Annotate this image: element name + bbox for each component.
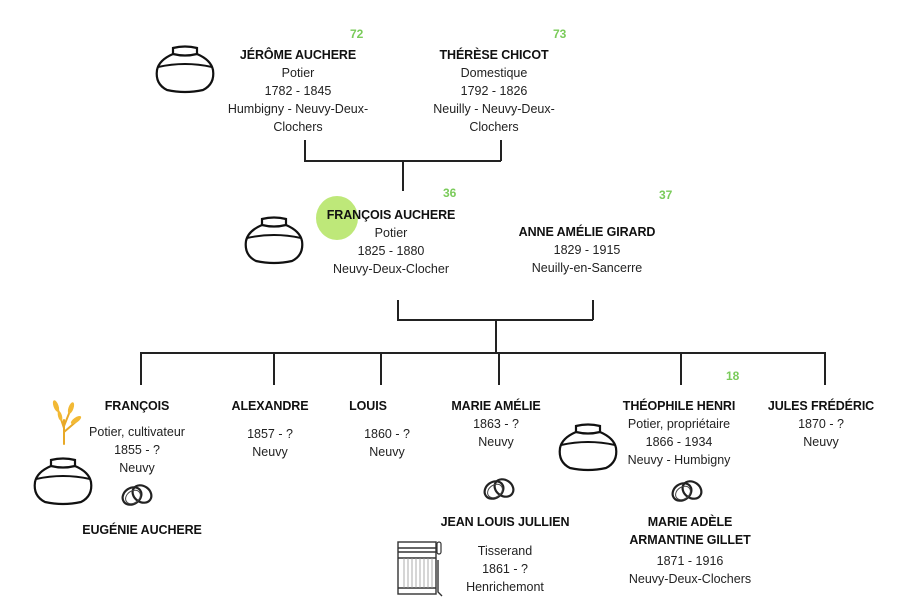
child-card-alexandre[interactable]: ALEXANDRE 1857 - ? Neuvy	[210, 397, 330, 461]
person-id-number: 72	[350, 27, 364, 41]
spouse-name[interactable]: JEAN LOUIS JULLIEN	[440, 515, 570, 529]
person-place: Neuilly - Neuvy-Deux-	[433, 102, 555, 116]
highlight-marker	[316, 196, 358, 240]
person-place: Neuvy-Deux-Clochers	[628, 572, 752, 586]
person-name: JULES FRÉDÉRIC	[767, 399, 875, 413]
child-card-marie-amelie[interactable]: MARIE AMÉLIE 1863 - ? Neuvy	[431, 397, 561, 451]
person-id-number: 36	[443, 186, 457, 200]
person-dates: 1871 - 1916	[656, 554, 724, 568]
connector-child-6	[824, 352, 826, 385]
person-place: Neuvy	[803, 435, 839, 449]
person-name: ALEXANDRE	[231, 399, 309, 413]
connector-gen2-left	[397, 300, 399, 320]
connector-child-5	[680, 352, 682, 385]
person-dates: 1792 - 1826	[460, 84, 528, 98]
person-dates: 1861 - ?	[482, 562, 528, 576]
person-dates: 1870 - ?	[798, 417, 844, 431]
spouse-name[interactable]: EUGÉNIE AUCHERE	[82, 523, 202, 537]
person-place: Neuilly-en-Sancerre	[531, 261, 643, 275]
child-card-louis[interactable]: LOUIS 1860 - ? Neuvy	[327, 397, 427, 461]
person-occupation: Potier	[374, 226, 408, 240]
connector-gen1-drop	[402, 160, 404, 191]
person-name: FRANÇOIS	[104, 399, 170, 413]
connector-child-2	[273, 352, 275, 385]
person-place: Neuvy - Humbigny	[627, 453, 731, 467]
person-name: THÉRÈSE CHICOT	[439, 48, 549, 62]
connector-children-horizontal	[140, 352, 825, 354]
person-place: Humbigny - Neuvy-Deux-	[227, 102, 369, 116]
person-dates: 1829 - 1915	[553, 243, 621, 257]
person-place-cont: Clochers	[273, 120, 323, 134]
person-dates: 1866 - 1934	[645, 435, 713, 449]
connector-gen2-right	[592, 300, 594, 320]
person-name: ANNE AMÉLIE GIRARD	[518, 225, 656, 239]
person-place: Henrichemont	[466, 580, 544, 594]
person-occupation: Domestique	[460, 66, 528, 80]
person-card-francois-auchere[interactable]: FRANÇOIS AUCHERE Potier 1825 - 1880 Neuv…	[301, 206, 481, 278]
child-card-francois[interactable]: FRANÇOIS Potier, cultivateur 1855 - ? Ne…	[62, 397, 212, 477]
person-id-number: 18	[726, 369, 740, 383]
person-dates: 1860 - ?	[364, 427, 410, 441]
person-occupation: Potier	[281, 66, 315, 80]
person-place-cont: Clochers	[469, 120, 519, 134]
person-card-anne-amelie-girard[interactable]: ANNE AMÉLIE GIRARD 1829 - 1915 Neuilly-e…	[492, 223, 682, 277]
person-id-number: 37	[659, 188, 673, 202]
person-place: Neuvy	[369, 445, 405, 459]
connector-child-3	[380, 352, 382, 385]
connector-gen1-left	[304, 140, 306, 161]
spouse-card-jean-louis-jullien[interactable]: Tisserand 1861 - ? Henrichemont	[445, 542, 565, 596]
person-occupation: Potier, cultivateur	[89, 425, 185, 439]
person-name: MARIE ADÈLE	[647, 515, 733, 529]
wedding-rings-icon	[480, 474, 518, 504]
person-place: Neuvy	[119, 461, 155, 475]
person-card-therese-chicot[interactable]: THÉRÈSE CHICOT Domestique 1792 - 1826 Ne…	[399, 46, 589, 136]
person-place: Neuvy	[252, 445, 288, 459]
person-name: JÉRÔME AUCHERE	[239, 48, 357, 62]
person-dates: 1855 - ?	[114, 443, 160, 457]
person-place: Neuvy	[478, 435, 514, 449]
person-card-jerome-auchere[interactable]: JÉRÔME AUCHERE Potier 1782 - 1845 Humbig…	[203, 46, 393, 136]
child-card-jules-frederic[interactable]: JULES FRÉDÉRIC 1870 - ? Neuvy	[756, 397, 886, 451]
person-name: THÉOPHILE HENRI	[622, 399, 736, 413]
person-occupation: Potier, propriétaire	[627, 417, 731, 431]
loom-icon	[397, 541, 443, 597]
person-name: FRANÇOIS AUCHERE	[326, 208, 456, 222]
person-dates: 1782 - 1845	[264, 84, 332, 98]
connector-gen1-right	[500, 140, 502, 161]
wedding-rings-icon	[668, 476, 706, 506]
person-id-number: 73	[553, 27, 567, 41]
person-name: MARIE AMÉLIE	[451, 399, 541, 413]
connector-gen2-drop	[495, 319, 497, 353]
person-dates: 1857 - ?	[247, 427, 293, 441]
connector-child-4	[498, 352, 500, 385]
person-dates: 1863 - ?	[473, 417, 519, 431]
person-name-cont: ARMANTINE GILLET	[629, 533, 751, 547]
person-name: LOUIS	[349, 399, 387, 413]
person-place: Neuvy-Deux-Clocher	[332, 262, 449, 276]
pot-icon	[244, 216, 304, 265]
wedding-rings-icon	[118, 480, 156, 510]
spouse-card-marie-adele-armantine-gillet[interactable]: MARIE ADÈLE ARMANTINE GILLET 1871 - 1916…	[595, 513, 785, 588]
child-card-theophile-henri[interactable]: THÉOPHILE HENRI Potier, propriétaire 186…	[599, 397, 759, 469]
connector-child-1	[140, 352, 142, 385]
wheat-icon	[52, 400, 82, 445]
person-occupation: Tisserand	[477, 544, 533, 558]
person-dates: 1825 - 1880	[357, 244, 425, 258]
